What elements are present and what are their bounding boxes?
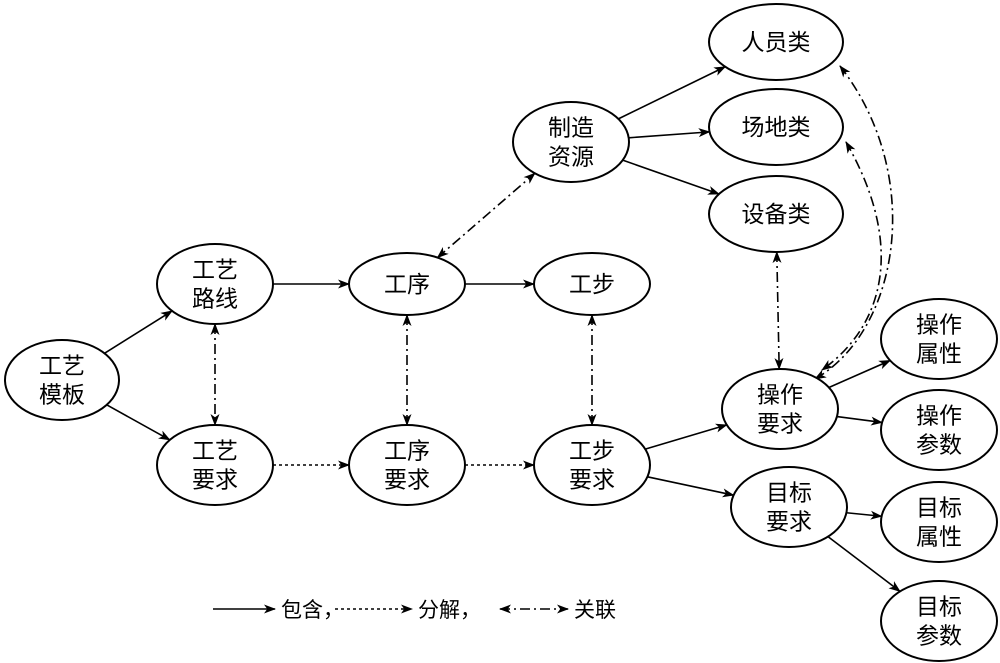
node-handling-attr-ellipse bbox=[880, 298, 998, 380]
node-op-req-label-1: 工序 bbox=[384, 439, 430, 465]
node-handling-req-label-2: 要求 bbox=[757, 412, 803, 438]
node-op-req-label-2: 要求 bbox=[384, 468, 430, 494]
edge-contains-target-req-to-target-attr bbox=[846, 510, 883, 520]
node-personnel-ellipse bbox=[708, 3, 844, 81]
node-handling-attr-label-2: 属性 bbox=[916, 342, 962, 368]
edge-contains-template-to-route bbox=[104, 310, 173, 355]
node-handling-req-label-1: 操作 bbox=[757, 383, 803, 409]
node-template-label-1: 工艺 bbox=[39, 354, 85, 380]
edge-contains-resource-to-equipment bbox=[622, 159, 720, 195]
node-target-attr-label-1: 目标 bbox=[916, 496, 962, 522]
edge-associates-operation-to-resource bbox=[436, 172, 536, 259]
node-step: 工步 bbox=[533, 252, 651, 316]
node-handling-param-ellipse bbox=[880, 389, 998, 471]
node-handling-param-label-1: 操作 bbox=[916, 404, 962, 430]
node-proc-req-ellipse bbox=[156, 424, 274, 506]
node-personnel: 人员类 bbox=[708, 3, 844, 81]
node-template-label-2: 模板 bbox=[39, 383, 85, 409]
node-resource-label-1: 制造 bbox=[548, 116, 594, 142]
node-step-req-label-2: 要求 bbox=[569, 468, 615, 494]
node-step-req-ellipse bbox=[533, 424, 651, 506]
node-site: 场地类 bbox=[708, 88, 844, 166]
node-target-req-label-2: 要求 bbox=[766, 510, 812, 536]
node-target-param-label-2: 参数 bbox=[916, 624, 962, 650]
node-target-param-ellipse bbox=[880, 580, 998, 662]
node-route-label-1: 工艺 bbox=[192, 258, 238, 284]
node-equipment-label-1: 设备类 bbox=[742, 202, 811, 228]
node-target-req-label-1: 目标 bbox=[766, 481, 812, 507]
edge-associates-site-to-handling-req bbox=[821, 141, 883, 371]
node-handling-req-ellipse bbox=[721, 368, 839, 450]
node-site-label-1: 场地类 bbox=[742, 115, 811, 141]
node-resource-label-2: 资源 bbox=[548, 145, 594, 171]
node-resource-ellipse bbox=[512, 101, 630, 183]
node-target-attr-ellipse bbox=[880, 481, 998, 563]
node-personnel-label-1: 人员类 bbox=[742, 30, 811, 56]
node-operation: 工序 bbox=[348, 252, 466, 316]
node-step-ellipse bbox=[533, 252, 651, 316]
edges-layer bbox=[104, 65, 901, 593]
edge-contains-step-req-to-handling-req bbox=[645, 423, 728, 450]
node-operation-label-1: 工序 bbox=[384, 272, 430, 298]
node-proc-req-label-1: 工艺 bbox=[192, 439, 238, 465]
node-op-req-ellipse bbox=[348, 424, 466, 506]
node-equipment: 设备类 bbox=[708, 175, 844, 253]
node-target-param-label-1: 目标 bbox=[916, 595, 962, 621]
node-route-ellipse bbox=[156, 243, 274, 325]
node-equipment-ellipse bbox=[708, 175, 844, 253]
nodes-layer: 工艺模板工艺路线工艺要求工序工序要求制造资源工步工步要求人员类场地类设备类操作要… bbox=[4, 3, 998, 662]
edge-contains-template-to-proc-req bbox=[106, 404, 171, 441]
edge-contains-handling-req-to-handling-attr bbox=[828, 359, 892, 389]
edge-contains-resource-to-site bbox=[628, 128, 711, 139]
edge-contains-handling-req-to-handling-param bbox=[836, 415, 884, 426]
node-step-label-1: 工步 bbox=[569, 272, 615, 298]
node-handling-attr-label-1: 操作 bbox=[916, 313, 962, 339]
node-site-ellipse bbox=[708, 88, 844, 166]
edge-contains-step-req-to-target-req bbox=[647, 476, 735, 498]
node-proc-req-label-2: 要求 bbox=[192, 468, 238, 494]
edge-contains-resource-to-personnel bbox=[618, 66, 727, 120]
edge-contains-target-req-to-target-param bbox=[827, 535, 901, 593]
node-route-label-2: 路线 bbox=[192, 287, 238, 313]
node-step-req-label-1: 工步 bbox=[569, 439, 615, 465]
legend-decomposes-label: 分解， bbox=[418, 598, 481, 622]
node-template-ellipse bbox=[4, 339, 120, 421]
legend-contains-label: 包含， bbox=[281, 598, 344, 622]
node-operation-ellipse bbox=[348, 252, 466, 316]
legend-associates-label: 关联 bbox=[574, 598, 616, 622]
node-handling-param-label-2: 参数 bbox=[916, 433, 962, 459]
node-target-req-ellipse bbox=[730, 466, 848, 548]
edge-associates-equipment-to-handling-req bbox=[772, 250, 784, 371]
legend: 包含， 分解， 关联 bbox=[213, 598, 616, 622]
node-target-attr-label-2: 属性 bbox=[916, 525, 962, 551]
